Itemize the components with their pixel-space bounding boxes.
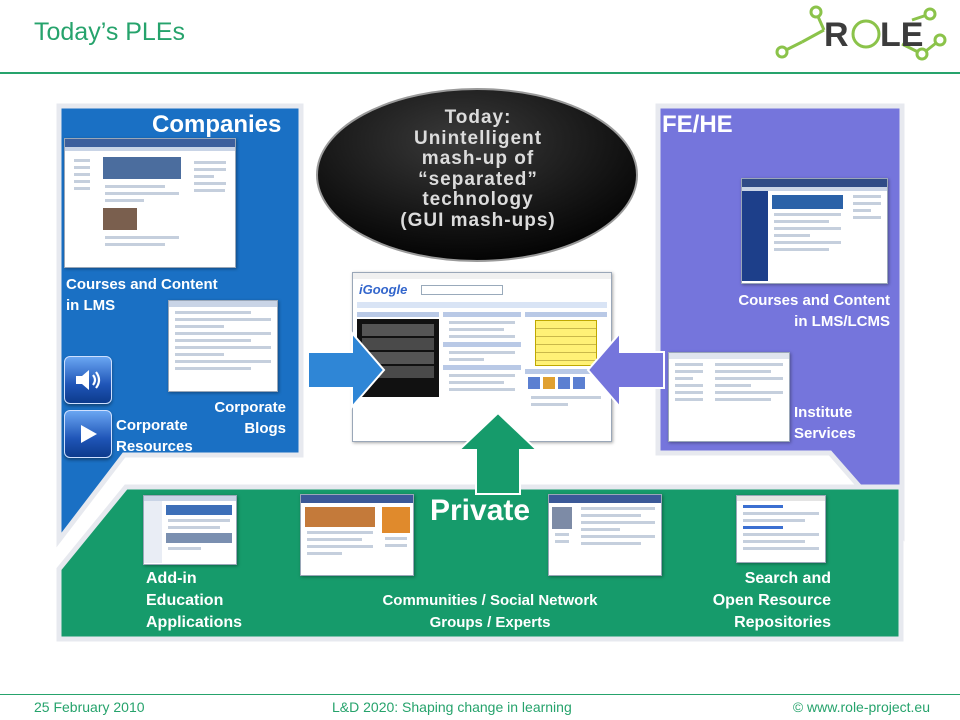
blogs-screenshot (168, 300, 278, 392)
arrow-left-purple (586, 330, 666, 410)
footer-date: 25 February 2010 (34, 699, 145, 715)
communities-label-line2: Groups / Experts (429, 614, 551, 631)
footer-event: L&D 2020: Shaping change in learning (332, 699, 572, 715)
logo-r: R (824, 16, 849, 54)
header-divider (0, 72, 960, 74)
lcms-label: Courses and Content in LMS/LCMS (690, 290, 890, 332)
blogs-label-line2: Blogs (244, 420, 286, 437)
lms-label-line2: in LMS (66, 297, 116, 314)
lcms-screenshot (741, 178, 888, 284)
fehe-heading: FE/HE (662, 111, 733, 138)
logo-le: LE (880, 16, 923, 54)
footer-divider (0, 694, 960, 695)
callout-line-6: (GUI mash-ups) (400, 209, 556, 231)
role-logo: R LE (772, 4, 952, 68)
lms-label: Courses and Content in LMS (66, 274, 218, 316)
arrow-right-blue (306, 330, 386, 410)
search-screenshot (736, 495, 826, 563)
resources-label-line1: Corporate (116, 417, 188, 434)
search-label-line1: Search and (744, 570, 831, 587)
resources-label-line2: Resources (116, 438, 193, 455)
callout-line-4: “separated” (418, 168, 538, 190)
igoogle-screenshot: iGoogle (352, 272, 612, 442)
lms-label-line1: Courses and Content (66, 276, 218, 293)
institute-screenshot (668, 352, 790, 442)
private-panel (56, 484, 906, 642)
institute-label-line1: Institute (794, 404, 853, 421)
lms-screenshot (64, 138, 236, 268)
search-label: Search and Open Resource Repositories (660, 568, 831, 634)
addin-label-line1: Add-in (146, 570, 197, 587)
page-title: Today’s PLEs (34, 18, 186, 46)
institute-label-line2: Services (794, 425, 856, 442)
callout-line-1: Today: (444, 107, 512, 128)
callout-line-2: Unintelligent (413, 127, 543, 149)
lcms-label-line1: Courses and Content (738, 292, 890, 309)
resources-label: Corporate Resources (116, 415, 193, 457)
blogs-label-line1: Corporate (214, 399, 286, 416)
lcms-label-line2: in LMS/LCMS (794, 313, 890, 330)
community-screenshot-1 (300, 494, 414, 576)
addin-label-line2: Education (146, 592, 224, 609)
blogs-label: Corporate Blogs (192, 397, 286, 439)
arrow-up-green (456, 410, 540, 496)
callout-ellipse (314, 86, 640, 264)
addin-label-line3: Applications (146, 614, 243, 631)
speaker-icon[interactable] (64, 356, 112, 404)
communities-label-line1: Communities / Social Network (382, 592, 598, 609)
communities-label: Communities / Social Network Groups / Ex… (340, 590, 640, 634)
search-label-line3: Repositories (734, 614, 831, 631)
play-icon[interactable] (64, 410, 112, 458)
private-heading: Private (430, 494, 531, 527)
callout-line-5: technology (422, 189, 534, 210)
addin-screenshot (143, 495, 237, 565)
footer-copyright: © www.role-project.eu (792, 699, 930, 715)
callout-line-3: mash-up of (421, 148, 535, 169)
callout-text: Today: Unintelligent mash-up of “separat… (350, 107, 606, 231)
companies-heading: Companies (152, 111, 282, 138)
addin-label: Add-in Education Applications (146, 568, 242, 634)
search-label-line2: Open Resource (712, 592, 831, 609)
igoogle-logo: iGoogle (359, 282, 408, 297)
institute-label: Institute Services (794, 402, 856, 444)
community-screenshot-2 (548, 494, 662, 576)
